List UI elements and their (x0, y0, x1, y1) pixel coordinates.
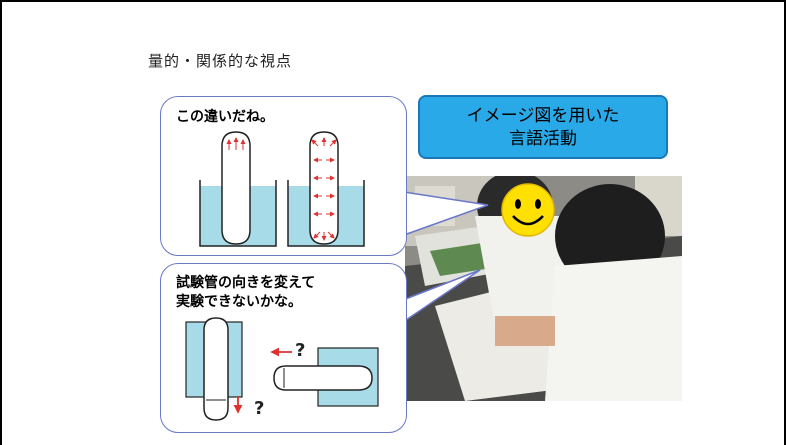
beaker-diagram-2 (287, 131, 365, 247)
bubble-bottom-text-line1: 試験管の向きを変えて (176, 275, 316, 291)
sideways-tube-diagram (270, 347, 379, 407)
bubble-bottom-text-line2: 実験できないかな。 (176, 294, 302, 310)
question-mark-top: ? (295, 340, 306, 361)
inverted-tube-diagram (185, 317, 243, 421)
classroom-photo (405, 176, 682, 401)
language-activity-tag: イメージ図を用いた 言語活動 (418, 95, 668, 159)
beaker-diagram-1 (199, 131, 277, 247)
bubble-top-text: この違いだね。 (176, 109, 274, 125)
question-mark-bottom: ? (254, 398, 265, 419)
viewpoint-label: 量的・関係的な視点 (148, 52, 293, 70)
tag-line-2: 言語活動 (509, 129, 577, 149)
tag-line-1: イメージ図を用いた (466, 106, 620, 126)
